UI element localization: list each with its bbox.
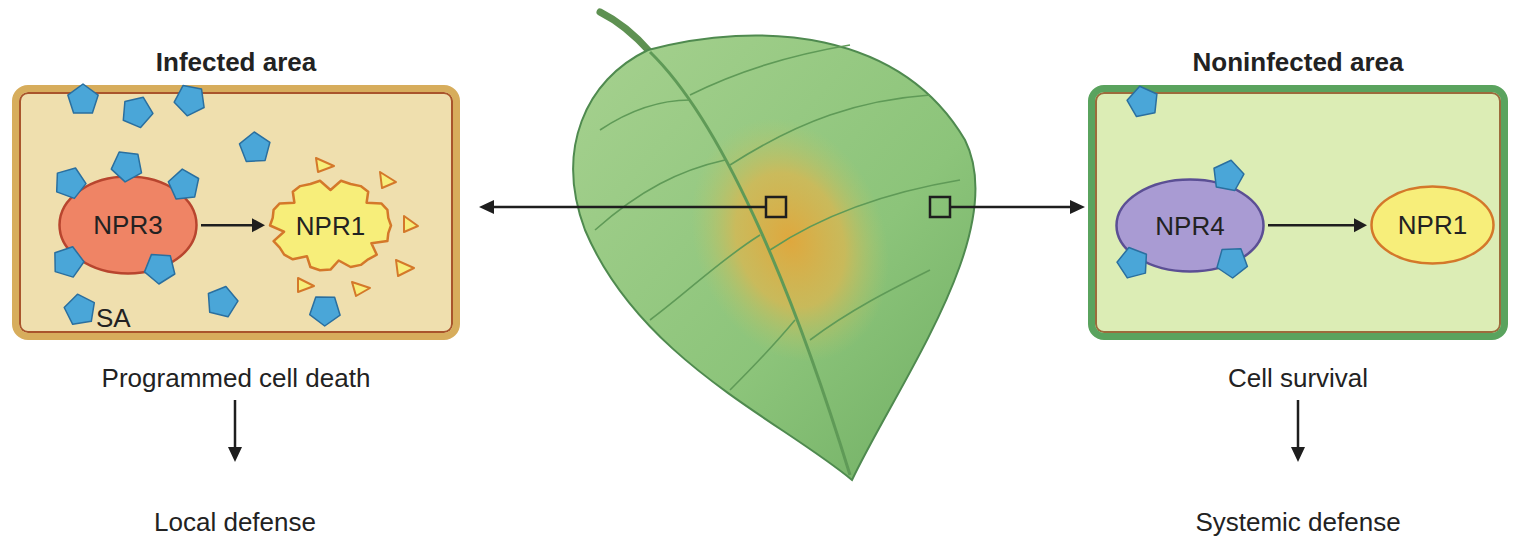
protein-fragment	[316, 158, 334, 172]
sa-molecule	[174, 86, 204, 116]
activation-arrow	[201, 218, 265, 232]
region-heading: Infected area	[12, 47, 460, 77]
protein-fragment	[298, 278, 314, 292]
cell-fate: Cell survival	[1088, 363, 1508, 393]
region-heading: Noninfected area	[1088, 47, 1508, 77]
sample-square	[930, 197, 950, 217]
leaf-stem	[600, 12, 650, 52]
protein-name: NPR1	[1398, 210, 1467, 240]
protein-shape	[270, 181, 391, 271]
sa-molecule	[240, 132, 270, 161]
outcome-label: Local defense	[35, 507, 435, 537]
protein-fragment	[404, 216, 418, 232]
sa-molecule	[145, 254, 175, 284]
sa-molecule	[1117, 248, 1146, 278]
zoom-arrow	[492, 206, 766, 209]
sa-molecule	[1214, 160, 1244, 190]
leaf-veins	[595, 45, 960, 475]
outcome-label: Systemic defense	[1098, 507, 1498, 537]
sa-molecule	[168, 169, 198, 199]
protein-fragment	[352, 282, 370, 296]
sa-molecule	[57, 168, 86, 198]
protein-shape	[1372, 187, 1494, 264]
protein-name: NPR1	[296, 211, 365, 241]
sa-molecule	[208, 287, 238, 317]
protein-fragment	[396, 260, 414, 276]
arrow-head	[228, 447, 242, 462]
cell-fate: Programmed cell death	[12, 363, 460, 393]
infection-spot	[658, 90, 922, 390]
outcome-arrow	[1297, 400, 1300, 450]
protein-name: NPR3	[93, 210, 162, 240]
sa-molecule	[1217, 249, 1247, 278]
npr1-protein: NPR1	[1370, 185, 1495, 265]
sa-molecule	[55, 247, 84, 277]
sa-molecule	[68, 84, 98, 113]
zoom-arrow	[950, 206, 1072, 209]
arrow-head	[1291, 447, 1305, 462]
sa-molecule	[64, 294, 94, 324]
arrow-head	[479, 200, 494, 214]
arrow-head	[1070, 200, 1085, 214]
sa-molecule	[310, 297, 340, 326]
sample-square	[766, 197, 786, 217]
protein-name: NPR4	[1155, 211, 1224, 241]
npr1-degraded: NPR1	[268, 178, 393, 273]
sa-molecule	[123, 97, 153, 127]
molecule-label: SA	[96, 303, 156, 333]
protein-fragment	[380, 172, 396, 188]
sa-molecule	[1127, 86, 1157, 116]
outcome-arrow	[234, 400, 237, 450]
sa-molecule	[111, 152, 141, 182]
activation-arrow	[1268, 218, 1367, 232]
leaf-blade	[573, 35, 975, 480]
